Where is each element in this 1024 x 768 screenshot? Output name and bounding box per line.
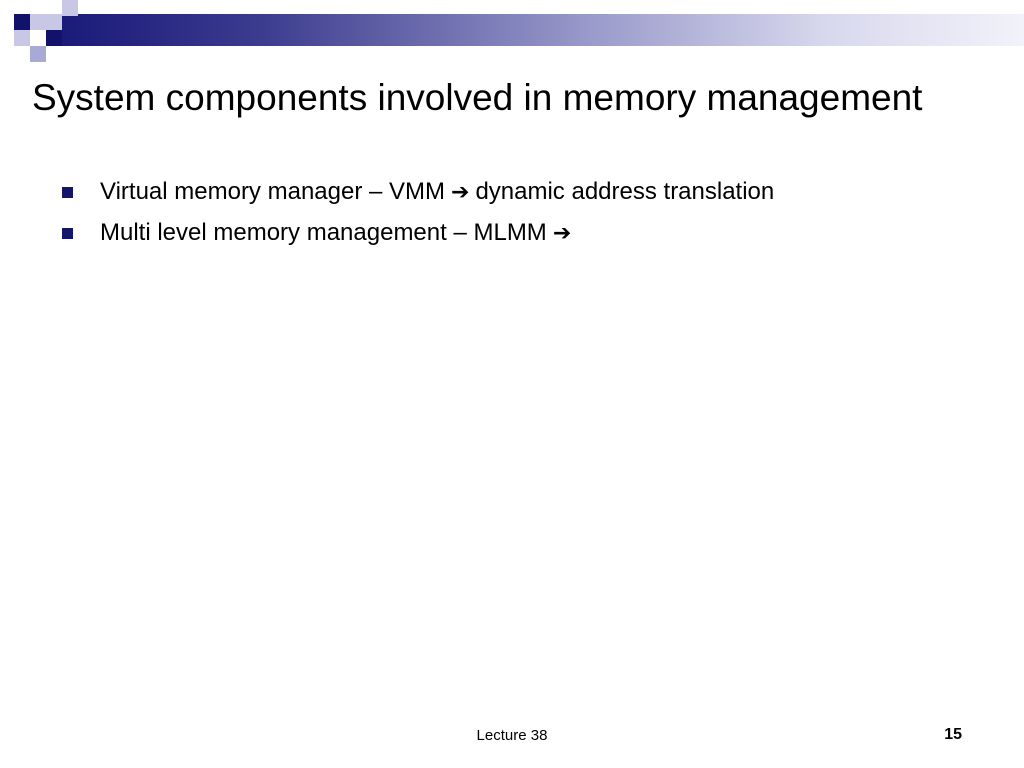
bullet-item: Multi level memory management – MLMM➔ <box>62 213 774 254</box>
header-gradient-band <box>62 14 1024 46</box>
decor-square-mid <box>30 46 46 62</box>
bullet-item: Virtual memory manager – VMM➔dynamic add… <box>62 172 774 213</box>
right-arrow-icon: ➔ <box>451 180 470 205</box>
bullet-list: Virtual memory manager – VMM➔dynamic add… <box>62 172 774 254</box>
slide-page-number: 15 <box>944 726 962 743</box>
right-arrow-icon: ➔ <box>552 221 572 246</box>
bullet-lead-text: Virtual memory manager – VMM <box>100 178 445 205</box>
decor-square-dark <box>46 30 62 46</box>
bullet-lead-text: Multi level memory management – MLMM <box>100 219 547 246</box>
decor-square-light <box>46 14 62 30</box>
square-bullet-icon <box>62 187 73 198</box>
slide-title: System components involved in memory man… <box>32 77 923 118</box>
bullet-tail-text: dynamic address translation <box>475 178 775 205</box>
bullet-text: Multi level memory management – MLMM➔ <box>100 218 577 249</box>
footer-lecture-label: Lecture 38 <box>476 727 548 744</box>
decor-square-dark <box>14 14 30 30</box>
decor-square-light <box>30 14 46 30</box>
bullet-text: Virtual memory manager – VMM➔dynamic add… <box>100 177 774 208</box>
square-bullet-icon <box>62 228 73 239</box>
decor-square-light <box>62 0 78 16</box>
decor-square-light <box>14 30 30 46</box>
